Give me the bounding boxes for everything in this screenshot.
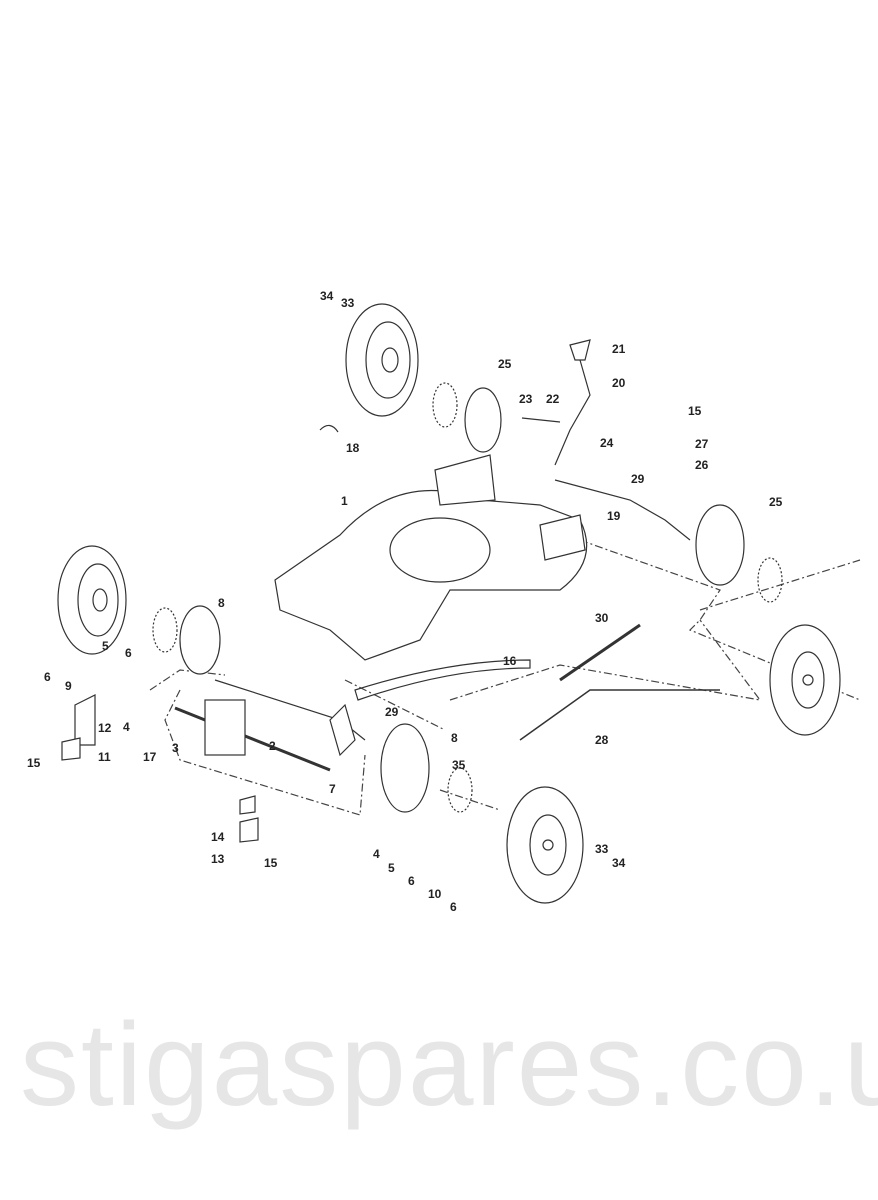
callout-35: 35 bbox=[452, 758, 466, 772]
callout-9: 9 bbox=[65, 679, 72, 693]
callout-17: 17 bbox=[143, 750, 157, 764]
callout-28: 28 bbox=[595, 733, 609, 747]
callout-6: 6 bbox=[125, 646, 132, 660]
callout-18: 18 bbox=[346, 441, 360, 455]
callout-8: 8 bbox=[218, 596, 225, 610]
callout-3: 3 bbox=[172, 741, 179, 755]
callout-22: 22 bbox=[546, 392, 560, 406]
callout-8: 8 bbox=[451, 731, 458, 745]
callout-5: 5 bbox=[388, 861, 395, 875]
callout-21: 21 bbox=[612, 342, 626, 356]
callout-12: 12 bbox=[98, 721, 112, 735]
callout-16: 16 bbox=[503, 654, 517, 668]
wheel-rear-left bbox=[345, 303, 419, 417]
callout-29: 29 bbox=[385, 705, 399, 719]
callout-20: 20 bbox=[612, 376, 626, 390]
callout-14: 14 bbox=[211, 830, 225, 844]
callout-13: 13 bbox=[211, 852, 225, 866]
handle-and-rods bbox=[61, 339, 720, 843]
wheel-front-left bbox=[57, 545, 127, 655]
callout-4: 4 bbox=[373, 847, 380, 861]
watermark: stigaspares.co.uk bbox=[20, 999, 878, 1131]
wheel-front-right bbox=[506, 786, 584, 904]
callout-15: 15 bbox=[27, 756, 41, 770]
callout-11: 11 bbox=[98, 750, 111, 764]
callout-6: 6 bbox=[408, 874, 415, 888]
callout-6: 6 bbox=[450, 900, 457, 914]
callout-4: 4 bbox=[123, 720, 130, 734]
callout-7: 7 bbox=[329, 782, 336, 796]
gears-and-discs bbox=[152, 382, 783, 813]
callout-24: 24 bbox=[600, 436, 614, 450]
callout-15: 15 bbox=[688, 404, 702, 418]
callout-26: 26 bbox=[695, 458, 709, 472]
callout-19: 19 bbox=[607, 509, 621, 523]
callout-25: 25 bbox=[498, 357, 512, 371]
deck bbox=[274, 454, 588, 661]
wheel-rear-right bbox=[769, 624, 841, 736]
callout-25: 25 bbox=[769, 495, 783, 509]
callout-15: 15 bbox=[264, 856, 278, 870]
callout-33: 33 bbox=[341, 296, 355, 310]
callout-10: 10 bbox=[428, 887, 442, 901]
callout-34: 34 bbox=[612, 856, 626, 870]
callout-6: 6 bbox=[44, 670, 51, 684]
callout-5: 5 bbox=[102, 639, 109, 653]
callout-29: 29 bbox=[631, 472, 645, 486]
callout-2: 2 bbox=[269, 739, 276, 753]
callout-23: 23 bbox=[519, 392, 533, 406]
callout-30: 30 bbox=[595, 611, 609, 625]
callout-33: 33 bbox=[595, 842, 609, 856]
callout-27: 27 bbox=[695, 437, 709, 451]
callout-1: 1 bbox=[341, 494, 348, 508]
callout-34: 34 bbox=[320, 289, 334, 303]
